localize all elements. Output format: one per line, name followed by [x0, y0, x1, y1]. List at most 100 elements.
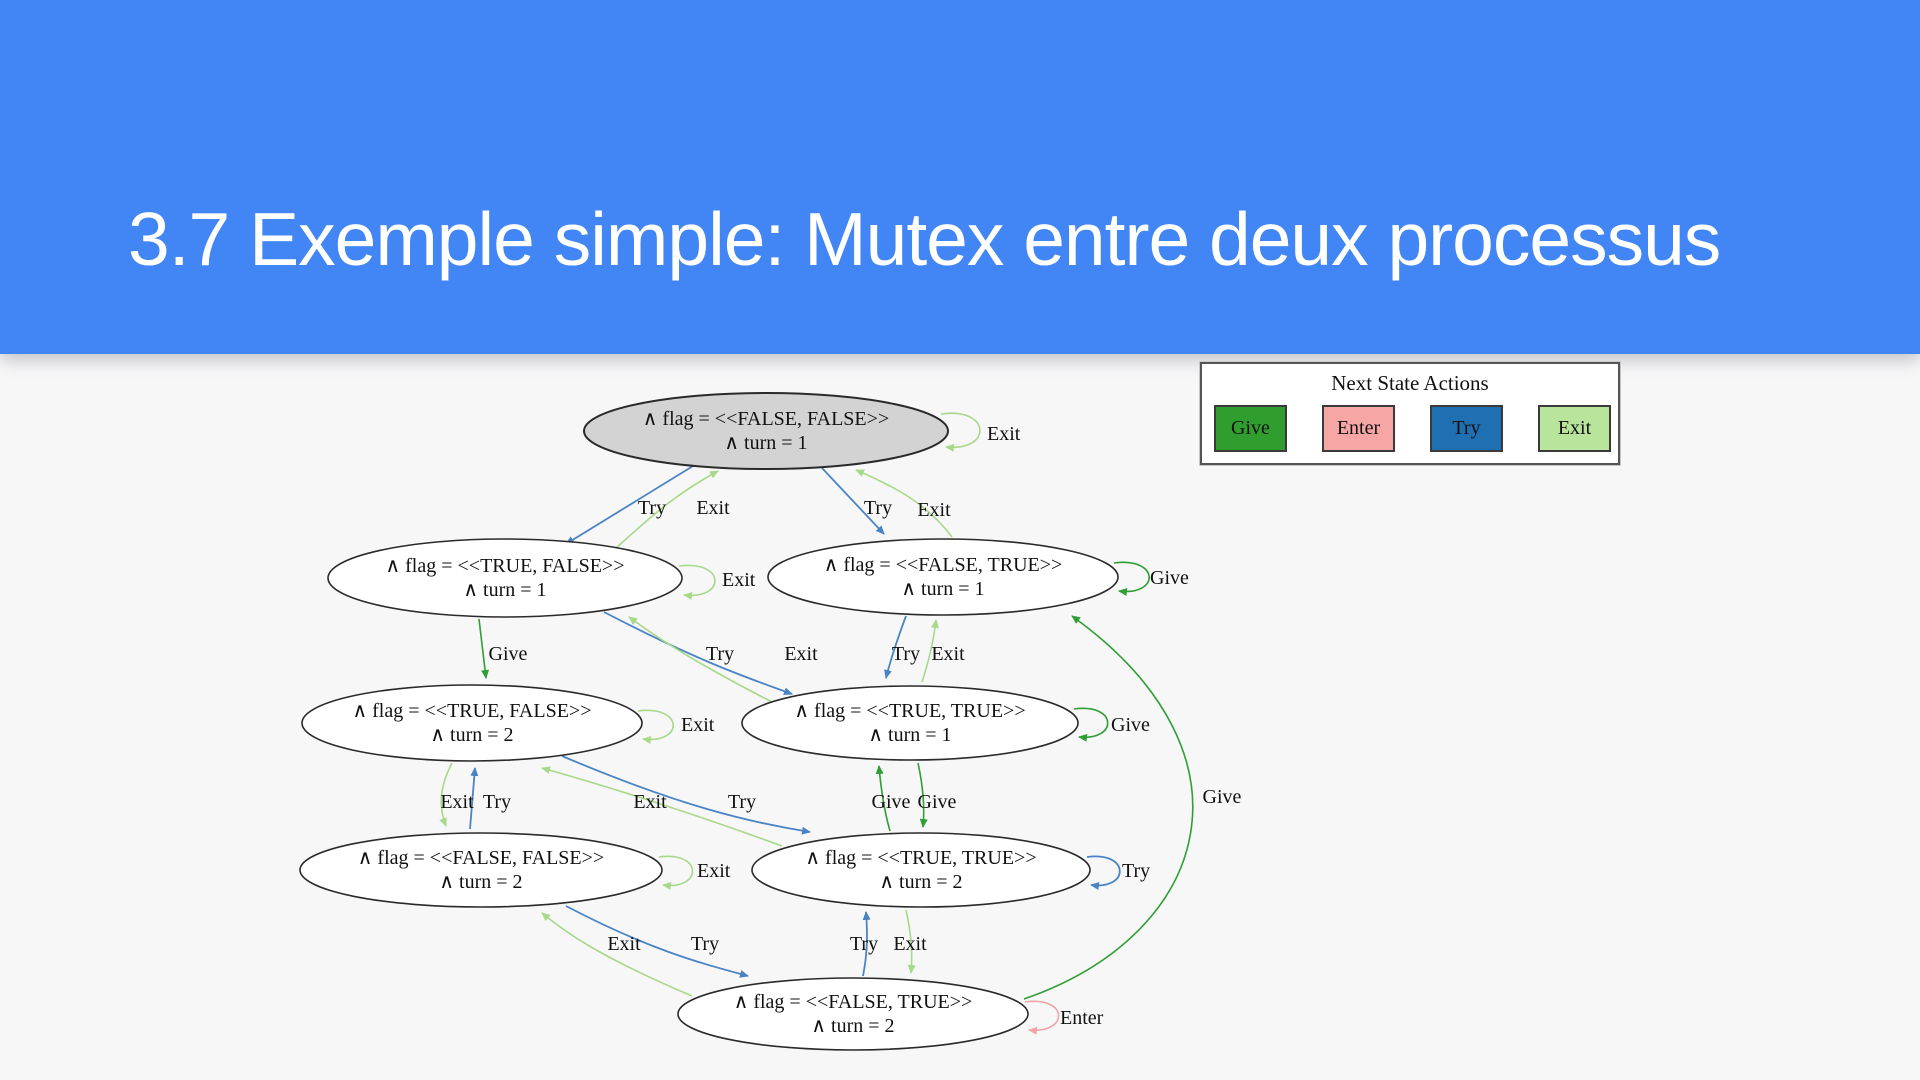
edge-exit-s5-s2 — [628, 616, 773, 703]
legend-label-give: Give — [1231, 417, 1270, 439]
edge-label-exit: Exit — [893, 933, 927, 955]
nodes-layer: ∧ flag = <<FALSE, FALSE>>∧ turn = 1∧ fla… — [299, 392, 1119, 1051]
state-node-s5: ∧ flag = <<TRUE, TRUE>>∧ turn = 1 — [741, 685, 1079, 761]
edge-try-s8-s7 — [862, 911, 871, 977]
state-label-line1: ∧ flag = <<TRUE, FALSE>> — [353, 700, 592, 722]
state-ellipse-s2 — [327, 538, 683, 618]
edge-label-exit: Exit — [607, 933, 641, 955]
edge-exit-s5-s3 — [921, 619, 939, 683]
state-node-s1: ∧ flag = <<FALSE, FALSE>>∧ turn = 1 — [583, 392, 949, 470]
edge-label-exit: Exit — [722, 569, 756, 591]
edge-label-give: Give — [1111, 714, 1150, 736]
edge-try-s2-s5 — [603, 611, 793, 696]
state-label-line2: ∧ turn = 1 — [868, 724, 951, 746]
edge-try-s6-s8 — [565, 905, 749, 978]
state-label-line1: ∧ flag = <<FALSE, TRUE>> — [824, 554, 1063, 576]
edge-exit-s4-s4 — [637, 709, 674, 744]
edge-label-exit: Exit — [696, 497, 730, 519]
edge-label-try: Try — [691, 933, 719, 955]
state-node-s4: ∧ flag = <<TRUE, FALSE>>∧ turn = 2 — [301, 684, 643, 762]
edge-label-exit: Exit — [931, 643, 965, 665]
state-ellipse-s8 — [677, 977, 1029, 1051]
state-label-line1: ∧ flag = <<FALSE, TRUE>> — [734, 991, 973, 1013]
state-node-s6: ∧ flag = <<FALSE, FALSE>>∧ turn = 2 — [299, 832, 663, 908]
edge-label-try: Try — [728, 791, 756, 813]
state-label-line2: ∧ turn = 2 — [430, 724, 513, 746]
edge-label-enter: Enter — [1060, 1007, 1104, 1029]
edge-exit-s6-s6 — [658, 855, 694, 890]
edge-exit-s3-s1 — [855, 469, 953, 538]
edge-label-exit: Exit — [784, 643, 818, 665]
edge-try-s1-s2 — [565, 465, 694, 545]
legend-label-exit: Exit — [1557, 417, 1592, 439]
edge-label-exit: Exit — [697, 860, 731, 882]
edge-label-exit: Exit — [440, 791, 474, 813]
edge-try-s1-s3 — [821, 467, 885, 535]
state-label-line2: ∧ turn = 2 — [811, 1015, 894, 1037]
state-ellipse-s4 — [301, 684, 643, 762]
state-node-s2: ∧ flag = <<TRUE, FALSE>>∧ turn = 1 — [327, 538, 683, 618]
state-label-line1: ∧ flag = <<TRUE, TRUE>> — [794, 700, 1025, 722]
state-label-line2: ∧ turn = 2 — [439, 871, 522, 893]
state-node-s7: ∧ flag = <<TRUE, TRUE>>∧ turn = 2 — [751, 832, 1091, 908]
legend-title: Next State Actions — [1331, 371, 1489, 395]
edge-label-give: Give — [1203, 786, 1242, 808]
edge-label-try: Try — [892, 643, 920, 665]
edge-exit-s2-s2 — [678, 564, 716, 600]
edge-exit-s1-s1 — [940, 412, 981, 452]
edge-label-try: Try — [483, 791, 511, 813]
edge-label-try: Try — [706, 643, 734, 665]
edge-give-s7-s5 — [875, 765, 891, 832]
legend-swatch-give: Give — [1214, 405, 1287, 452]
state-label-line1: ∧ flag = <<TRUE, TRUE>> — [805, 847, 1036, 869]
edge-label-give: Give — [872, 791, 911, 813]
edge-try-s7-s7 — [1086, 855, 1121, 890]
legend-swatch-exit: Exit — [1538, 405, 1611, 452]
slide-title: 3.7 Exemple simple: Mutex entre deux pro… — [128, 197, 1721, 281]
state-node-s8: ∧ flag = <<FALSE, TRUE>>∧ turn = 2 — [677, 977, 1029, 1051]
state-label-line1: ∧ flag = <<FALSE, FALSE>> — [643, 408, 889, 430]
edge-label-exit: Exit — [987, 423, 1021, 445]
state-ellipse-s3 — [767, 538, 1119, 616]
edge-label-exit: Exit — [917, 499, 951, 521]
edge-give-s2-s4 — [478, 618, 490, 679]
state-label-line1: ∧ flag = <<TRUE, FALSE>> — [386, 555, 625, 577]
edge-exit-s7-s4 — [541, 766, 783, 847]
edge-try-s3-s5 — [884, 615, 907, 679]
slide-header: 3.7 Exemple simple: Mutex entre deux pro… — [0, 0, 1920, 354]
edge-give-s5-s5 — [1073, 707, 1109, 742]
edge-label-exit: Exit — [681, 714, 715, 736]
next-state-actions-legend: Next State Actions Give Enter Try Exit — [1199, 361, 1621, 466]
edges-layer — [439, 412, 1194, 1035]
edge-exit-s2-s1 — [614, 470, 719, 550]
state-label-line1: ∧ flag = <<FALSE, FALSE>> — [358, 847, 604, 869]
edge-label-try: Try — [864, 497, 892, 519]
edge-enter-s8-s8 — [1024, 1000, 1060, 1035]
state-ellipse-s1 — [583, 392, 949, 470]
state-node-s3: ∧ flag = <<FALSE, TRUE>>∧ turn = 1 — [767, 538, 1119, 616]
state-ellipse-s5 — [741, 685, 1079, 761]
edge-exit-s8-s6 — [541, 912, 693, 997]
state-label-line2: ∧ turn = 2 — [879, 871, 962, 893]
edge-exit-s4-s6 — [439, 762, 453, 827]
edge-give-s5-s7 — [917, 762, 928, 828]
legend-label-enter: Enter — [1336, 417, 1381, 439]
edge-label-give: Give — [918, 791, 957, 813]
edge-give-s8-s3 — [1023, 615, 1194, 1000]
legend-swatch-try: Try — [1430, 405, 1503, 452]
edge-label-exit: Exit — [633, 791, 667, 813]
legend-label-try: Try — [1452, 417, 1481, 439]
state-label-line2: ∧ turn = 1 — [724, 432, 807, 454]
edge-exit-s7-s8 — [905, 909, 916, 974]
edge-label-try: Try — [1122, 860, 1150, 882]
state-label-line2: ∧ turn = 1 — [901, 578, 984, 600]
legend-row: Give Enter Try Exit — [1202, 405, 1618, 455]
edge-label-give: Give — [489, 643, 528, 665]
state-label-line2: ∧ turn = 1 — [463, 579, 546, 601]
edge-try-s4-s7 — [561, 755, 811, 835]
edge-label-give: Give — [1150, 567, 1189, 589]
edge-label-try: Try — [850, 933, 878, 955]
edge-try-s6-s4 — [469, 767, 479, 830]
